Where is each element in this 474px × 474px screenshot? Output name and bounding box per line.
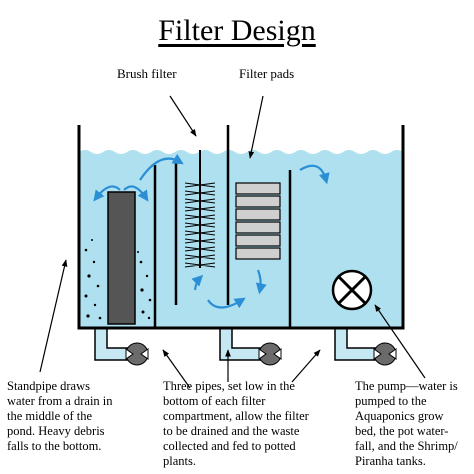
drain-pipe-right	[334, 328, 376, 361]
debris	[84, 239, 152, 320]
valve-icon	[125, 342, 149, 366]
tank-wall	[77, 125, 405, 330]
brush-filter-label: Brush filter	[117, 66, 177, 81]
standpipe-note: Standpipe draws water from a drain in th…	[7, 379, 113, 453]
pointer-lines	[39, 95, 426, 389]
drain-pipe-left	[94, 328, 129, 361]
brush-filter	[184, 150, 216, 268]
filter-pads-label: Filter pads	[239, 66, 295, 81]
drain-pipe-middle	[219, 328, 263, 361]
pump-cross-icon	[331, 269, 373, 311]
valve-icon	[373, 342, 397, 366]
pipes-note: Three pipes, set low in the bottom of ea…	[163, 379, 309, 468]
valve-icon	[258, 342, 282, 366]
flow-arrows	[93, 153, 330, 309]
filter-pads	[235, 182, 281, 260]
pump-note: The pump—water is pumped to the Aquaponi…	[355, 379, 458, 468]
standpipe	[107, 191, 136, 325]
page-title: Filter Design	[158, 14, 316, 47]
